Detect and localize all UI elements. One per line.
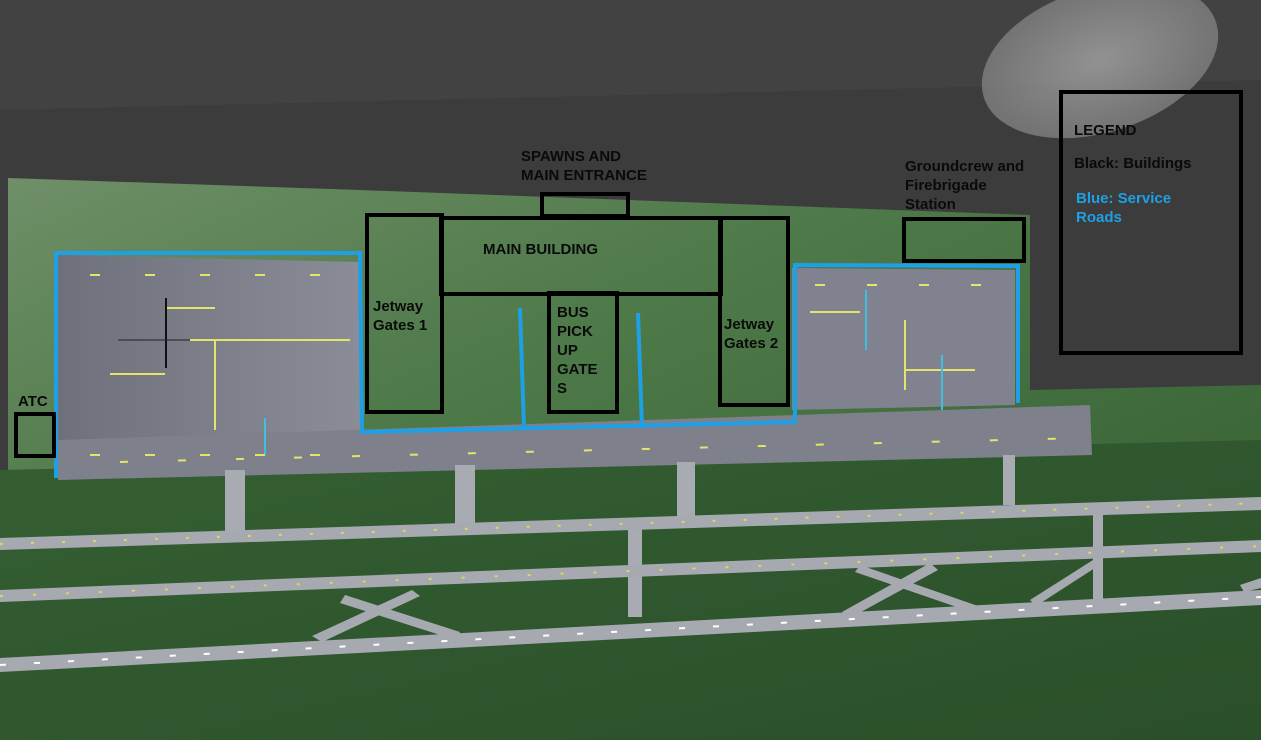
- bus-gates-building: [547, 291, 619, 414]
- legend-black-entry: Black: Buildings: [1074, 155, 1192, 172]
- moon: [981, 0, 1219, 139]
- service-road-bus-right: [636, 312, 644, 429]
- left-apron: [58, 255, 362, 480]
- groundcrew-building: [902, 217, 1026, 263]
- jetway-gates-2-label: Jetway Gates 2: [724, 316, 779, 352]
- spawns-label: SPAWNS AND MAIN ENTRANCE: [521, 148, 647, 184]
- taxiway-2: [0, 540, 1261, 602]
- jetway-gates-1-building: [365, 213, 444, 414]
- runway: [0, 590, 1261, 672]
- right-apron: [792, 268, 1015, 410]
- atc-label: ATC: [18, 393, 48, 410]
- legend-blue-entry: Blue: Service Roads: [1076, 190, 1172, 226]
- legend-box: LEGEND Black: Buildings Blue: Service Ro…: [1059, 90, 1243, 355]
- jetway-gates-1-label: Jetway Gates 1: [373, 298, 428, 334]
- taxiway-1: [0, 497, 1261, 550]
- atc-building: [14, 412, 56, 458]
- legend-title: LEGEND: [1074, 122, 1137, 139]
- terminal-strip: [58, 405, 1092, 480]
- bus-gates-label: BUS PICK UP GATE S: [557, 304, 598, 397]
- service-road-bus-left: [518, 307, 526, 429]
- main-building-label: MAIN BUILDING: [483, 241, 598, 258]
- jetway-gates-2-building: [718, 216, 790, 407]
- service-road-left: [54, 251, 1020, 478]
- groundcrew-label: Groundcrew and Firebrigade Station: [905, 158, 1025, 213]
